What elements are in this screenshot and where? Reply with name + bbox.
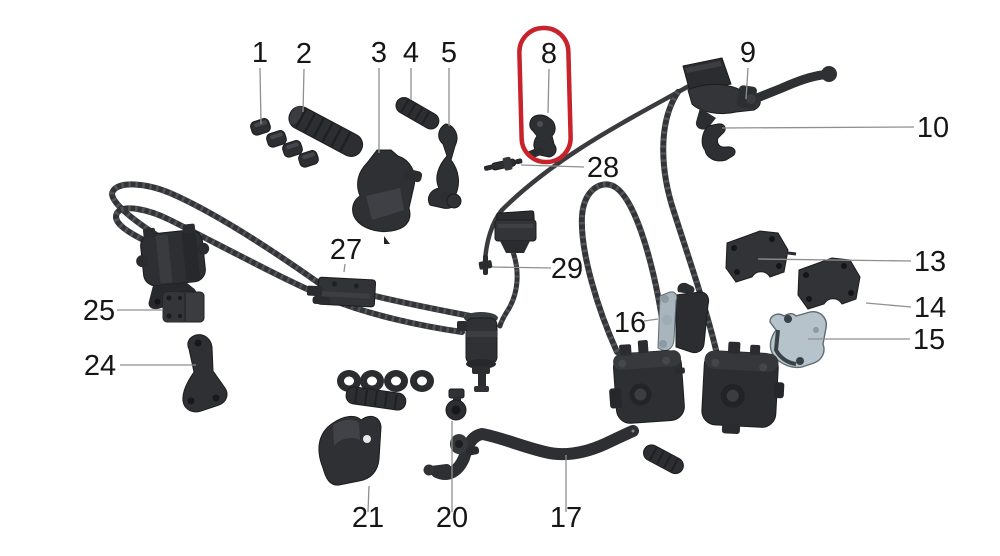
- part-9-master-cylinder: [682, 57, 837, 130]
- callout-17-label: 17: [550, 502, 582, 534]
- part-2-grip: [288, 105, 364, 157]
- callout-21-label: 21: [352, 502, 384, 534]
- part-25-plate: [162, 291, 205, 323]
- callout-1-leader: [259, 67, 262, 125]
- callout-29-leader: [491, 266, 552, 269]
- part-21-heel-guard: [318, 415, 382, 486]
- callout-2-leader: [302, 68, 305, 113]
- callout-16-leader: [643, 318, 659, 322]
- callout-4-label: 4: [403, 37, 419, 69]
- part-16-pad-set: [657, 282, 710, 354]
- rear-caliper-right: [701, 341, 785, 435]
- callout-5-label: 5: [441, 37, 457, 69]
- callout-8-leader: [547, 68, 550, 114]
- callout-2-label: 2: [296, 38, 312, 70]
- callout-9-leader: [745, 67, 749, 100]
- part-28-hose-fitting: [483, 156, 523, 171]
- callout-27-label: 27: [330, 234, 362, 266]
- callout-25-label: 25: [83, 295, 115, 327]
- part-1-bushings: [250, 118, 319, 168]
- callout-14-leader: [865, 302, 912, 308]
- grip-sleeve-b: [643, 444, 684, 475]
- callout-13-leader: [757, 258, 912, 262]
- rear-caliper-left: [609, 340, 685, 424]
- callout-3-label: 3: [371, 37, 387, 69]
- part-24-bracket: [182, 334, 228, 413]
- part-8-sensor-bracket: [526, 114, 557, 159]
- part-5-lever: [427, 123, 462, 209]
- callout-28-label: 28: [587, 152, 619, 184]
- callout-16-label: 16: [614, 307, 646, 339]
- part-27-junction-block: [306, 276, 377, 308]
- callout-24-label: 24: [84, 350, 116, 382]
- highlight-oval-part-8: [517, 25, 573, 165]
- part-13-brake-pad: [725, 230, 797, 283]
- part-15-caliper-bracket: [769, 311, 827, 369]
- part-20-pivot-bolt: [445, 388, 467, 421]
- part-17-brake-pedal: [423, 425, 639, 480]
- callout-8-label: 8: [541, 38, 557, 70]
- callout-15-label: 15: [913, 324, 945, 356]
- part-10-clamp: [701, 123, 736, 162]
- part-4-grip: [395, 97, 440, 130]
- callout-14-label: 14: [914, 292, 946, 324]
- grip-sleeve-a: [345, 386, 407, 411]
- callout-21-leader: [367, 485, 370, 513]
- part-3-bracket: [352, 149, 423, 244]
- callout-28-leader: [520, 164, 585, 168]
- callout-27-leader: [343, 263, 346, 273]
- callout-13-label: 13: [914, 246, 946, 278]
- callout-9-label: 9: [740, 37, 756, 69]
- part-14-brake-pad: [797, 257, 861, 310]
- callout-20-label: 20: [436, 502, 468, 534]
- callout-1-label: 1: [252, 37, 268, 69]
- part-29-rear-master-cylinder: [457, 210, 537, 392]
- callout-10-label: 10: [917, 112, 949, 144]
- callout-29-label: 29: [551, 253, 583, 285]
- callout-10-leader: [721, 126, 915, 129]
